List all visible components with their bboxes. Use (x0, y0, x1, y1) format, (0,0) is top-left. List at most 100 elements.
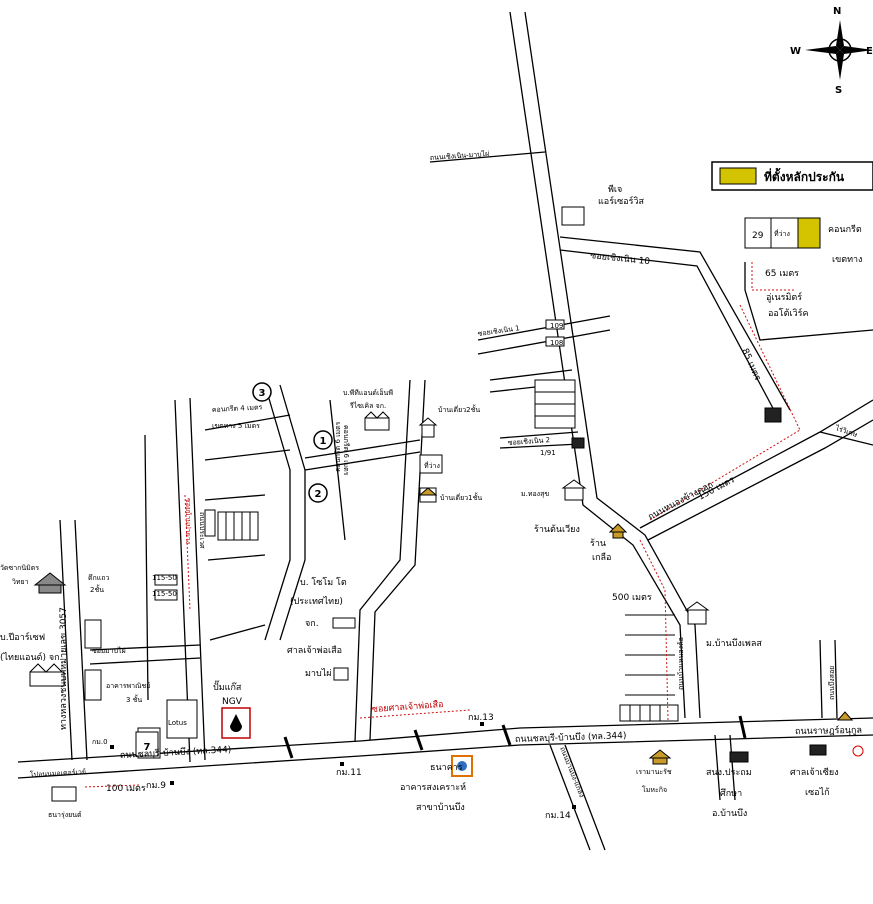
shrine-icon-tiger (333, 667, 349, 681)
road-top-small (429, 151, 546, 163)
label-temple1: เรามานะรัช (636, 768, 672, 776)
collateral-parcel (744, 217, 873, 341)
legend: ที่ตั้งหลักประกัน (711, 161, 873, 191)
house-icon-house2 (418, 417, 438, 438)
label-road-san-chao: ซอยศาลเจ้าพ่อเสือ (371, 699, 443, 715)
label-t1791: 1/91 (540, 449, 556, 457)
label-pcafe1: บ.ปีอาร์เซฟ (0, 631, 45, 643)
house-icon-house1 (418, 487, 438, 503)
label-bank1: ธนาคาร (430, 763, 463, 773)
clock-icon (852, 745, 864, 757)
label-road-soi2: ซอยเชิงเนิน 2 (508, 436, 551, 447)
label-school1: วัดซากนิมิตร (0, 564, 39, 572)
house-icon-uu (764, 407, 782, 423)
label-hp1: 115-50 (152, 574, 177, 582)
school-icon-south (729, 751, 749, 763)
temple-icon-south (648, 749, 672, 765)
compass-s: S (835, 85, 842, 96)
seven-eleven-label: 7 (144, 742, 151, 753)
legend-label: ที่ตั้งหลักประกัน (764, 167, 845, 184)
label-shop2: ร้าน (590, 538, 606, 549)
label-shrine1: ศาลเจ้าพ่อเสือ (287, 645, 342, 656)
house-icon-far-right (836, 711, 854, 721)
house-icon-thongsuk (561, 479, 587, 501)
ngv-station-icon (221, 707, 251, 739)
temple-icon-shop (608, 523, 628, 539)
collateral-highlight (797, 217, 821, 249)
label-school3: สนง.ประถม (706, 768, 752, 778)
label-road-soi10: ซอยเชิงเนิน 10 (590, 250, 651, 267)
label-500m: 500 เมตร (612, 593, 652, 603)
label-bank2: อาคารสงเคราะห์ (400, 781, 466, 793)
label-wood1: ตึกแถว (88, 573, 110, 582)
road-nong-khang-khok (639, 399, 873, 541)
label-concrete3: คอนกรีต 4 เมตร (212, 403, 263, 414)
label-wood2: 2ชั้น (90, 583, 104, 594)
distance-lines (84, 262, 801, 788)
label-sci3: จก. (305, 619, 319, 629)
label-lotus: Lotus (168, 719, 187, 727)
road-break-marks (283, 715, 747, 759)
label-road-bueng-soi: ถนนบึงสอย (827, 666, 836, 700)
factory-icon-pt (364, 411, 390, 431)
label-road-hwy3057: ทางหลวงชนบทหมายเลข 3057 (59, 607, 69, 730)
label-b-pt: บ.พีทีแอนด์เอ็นพี (343, 388, 393, 397)
label-house2b: บ้านเดี่ยว1ชั้น (440, 491, 482, 502)
label-pcafe2: (ไทยแอนด์) จก. (0, 651, 62, 663)
map-labels: ถนนเชิงเนิน-มาบไผ่ ซอยเชิงเนิน 10 ซอยเชิ… (0, 149, 862, 821)
compass-n: N (833, 6, 841, 17)
factory-icon-somo (332, 617, 356, 629)
label-km14: กม.14 (545, 811, 571, 821)
label-km13: กม.13 (468, 713, 494, 723)
road-south-branch (549, 639, 838, 851)
legend-swatch (719, 167, 757, 185)
factory-icon-pcafe (29, 663, 65, 687)
label-pj2: แอร์เซอร์วิส (598, 195, 645, 207)
seven-eleven-icon: 7 (135, 731, 159, 757)
marker-3: 3 (252, 382, 272, 402)
label-km0: กม.0 (92, 738, 108, 746)
label-km9: กม.9 (146, 781, 166, 791)
label-house2: บ้านเดี่ยว2ชั้น (438, 403, 480, 414)
compass-rose: N S W E (790, 6, 873, 96)
label-road-raj-nurak: ถนนราษฎร์อนุกูล (795, 724, 862, 737)
house-icon-soi2 (571, 437, 585, 449)
label-boundary: เขตทาง (832, 255, 862, 265)
bank-icon (451, 755, 473, 777)
label-uu1: อู่เนรมิตร์ (766, 291, 802, 303)
label-shop3: เกลือ (592, 552, 611, 563)
label-road-main-right: ถนนชลบุรี-บ้านบึง (ทล.344) (515, 730, 627, 745)
label-comm1: อาคารพาณิชย์ (106, 682, 150, 690)
label-shop: ร้านต้นเวียง (534, 524, 580, 535)
label-road-nong-kho: ถนนบ้านหนองค้อ (677, 637, 685, 690)
label-t108: 108 (550, 339, 563, 347)
compass-w: W (790, 46, 801, 57)
label-85m: 85 เมตร (739, 347, 762, 382)
house-icon-banbueng (684, 601, 710, 625)
shrine-icon-south (809, 744, 827, 756)
road-choeng-noen (509, 11, 701, 719)
label-shrine2: มาบไผ่ (305, 668, 332, 679)
label-uu2: ออโต้เวิร์ค (768, 307, 808, 319)
label-shrine4: เซอไก้ (805, 787, 830, 798)
label-bank3: สาขาบ้านบึง (416, 802, 465, 813)
label-road-soi-red: ซอยบ้านป่ายาง (184, 498, 192, 544)
marker-2-label: 2 (315, 489, 322, 500)
label-vacant: ที่ว่าง (774, 229, 790, 238)
label-65m: 65 เมตร (765, 269, 799, 279)
marker-1: 1 (313, 430, 333, 450)
label-comm2: 3 ชั้น (126, 693, 142, 704)
label-sci1: บ. โซโม โต (300, 577, 347, 588)
km-markers (110, 722, 576, 809)
marker-1-label: 1 (320, 436, 327, 447)
marker-2: 2 (308, 483, 328, 503)
label-school2: วิทยา (12, 578, 29, 586)
label-road-prawet: ถนนประเวศ (198, 512, 206, 549)
label-parcel-29: 29 (752, 231, 764, 241)
label-ngv: NGV (222, 697, 243, 707)
label-shrine3: ศาลเจ้าเซียง (790, 767, 839, 778)
compass-e: E (866, 46, 873, 57)
label-t109: 109 (550, 322, 563, 330)
label-concrete: คอนกรีต (828, 224, 862, 235)
